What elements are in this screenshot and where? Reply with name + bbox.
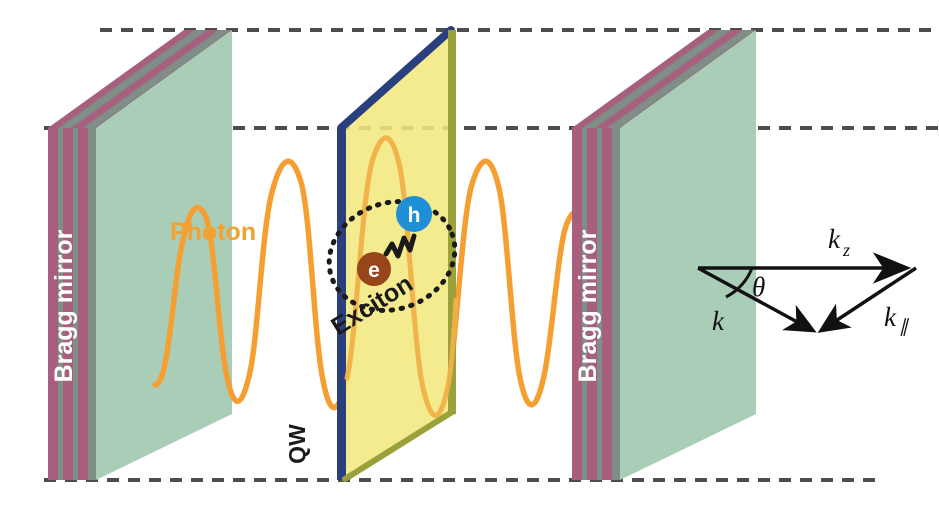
right-mirror-green-face <box>620 30 756 480</box>
electron-circle <box>357 252 391 286</box>
k-vector-diagram: k z k k ∥ θ <box>697 224 917 336</box>
left-bragg-mirror: Bragg mirror <box>48 30 232 480</box>
left-mirror-stripes <box>48 128 96 480</box>
electron-label: e <box>368 259 380 282</box>
exciton-orbit-ellipse <box>326 199 458 313</box>
right-bragg-mirror: Bragg mirror <box>572 30 756 480</box>
left-mirror-top-stripes <box>48 30 230 128</box>
kparallel-label: k <box>884 302 897 332</box>
qw-label: QW <box>284 424 310 464</box>
qw-bottom-edge <box>342 409 455 482</box>
kz-label: k <box>828 224 841 254</box>
photon-label: Photon <box>170 218 256 246</box>
hole-label: h <box>408 204 421 227</box>
k-label: k <box>712 306 725 336</box>
theta-arc <box>725 267 754 299</box>
photon-wave-over-qw <box>344 135 459 418</box>
exciton-bond-zigzag <box>383 233 417 259</box>
left-mirror-green-face <box>96 30 232 480</box>
photon-wave-qw-segment <box>344 135 459 418</box>
k-vector-arrow <box>697 266 817 333</box>
kparallel-subscript: ∥ <box>899 316 910 336</box>
kparallel-vector-arrow <box>817 266 917 333</box>
hole-circle <box>396 196 432 232</box>
qw-top-edge <box>337 26 455 132</box>
left-mirror-label: Bragg mirror <box>50 229 78 382</box>
theta-label: θ <box>752 272 765 302</box>
kz-subscript: z <box>842 240 850 260</box>
right-mirror-stripes <box>572 128 620 480</box>
qw-left-edge <box>337 128 346 480</box>
right-mirror-label: Bragg mirror <box>574 229 602 382</box>
qw-right-edge <box>448 30 456 414</box>
right-mirror-top-stripes <box>572 30 754 128</box>
